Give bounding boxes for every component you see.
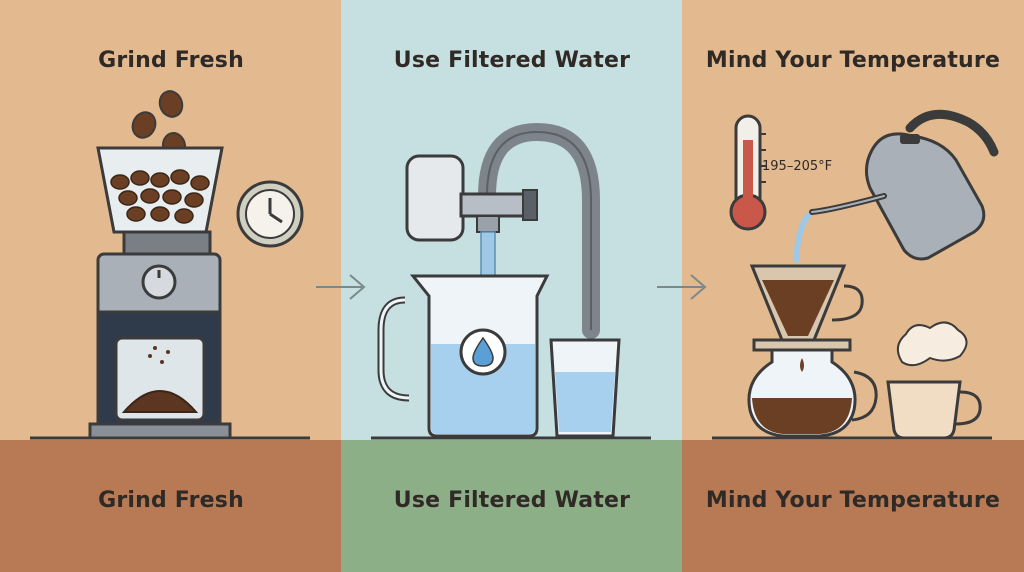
- panel-temperature: Mind Your Temperature 195–205°F: [682, 0, 1024, 572]
- panel-heading: Use Filtered Water: [393, 48, 631, 73]
- thermometer-icon: [729, 114, 767, 231]
- panel-grind-fresh: Grind Fresh: [0, 0, 342, 572]
- chevron-right-icon: [657, 274, 707, 300]
- gooseneck-kettle-icon: [809, 109, 999, 261]
- caption-band: [682, 440, 1024, 572]
- panel-caption: Grind Fresh: [98, 488, 244, 513]
- caption-band: [0, 440, 342, 572]
- temperature-illustration: 195–205°F: [712, 109, 999, 440]
- coffee-grounds: [121, 390, 199, 413]
- coffee-cup-icon: [886, 321, 982, 440]
- panel-filtered-water: Use Filtered Water: [341, 0, 683, 572]
- pour-over-icon: [747, 264, 878, 438]
- steam-cloud: [896, 321, 968, 367]
- hopper-collar: [122, 230, 212, 256]
- panel-caption: Mind Your Temperature: [705, 488, 1001, 513]
- clock-icon: [236, 180, 304, 248]
- grinder-foot: [88, 422, 232, 440]
- panel-caption: Use Filtered Water: [393, 488, 631, 513]
- thermometer-label: 195–205°F: [762, 159, 832, 174]
- water-pitcher-icon: [377, 274, 550, 438]
- caption-band: [341, 440, 683, 572]
- pour-stream: [793, 211, 813, 263]
- water-illustration: [371, 122, 651, 440]
- grind-dial: [141, 264, 177, 300]
- panel-heading: Grind Fresh: [98, 48, 244, 73]
- chevron-right-icon: [316, 274, 366, 300]
- grinder-illustration: [30, 90, 310, 440]
- beans-in-hopper: [110, 169, 210, 224]
- water-glass-icon: [549, 338, 621, 438]
- faucet-filter-icon: [405, 154, 538, 242]
- panel-heading: Mind Your Temperature: [705, 48, 1001, 73]
